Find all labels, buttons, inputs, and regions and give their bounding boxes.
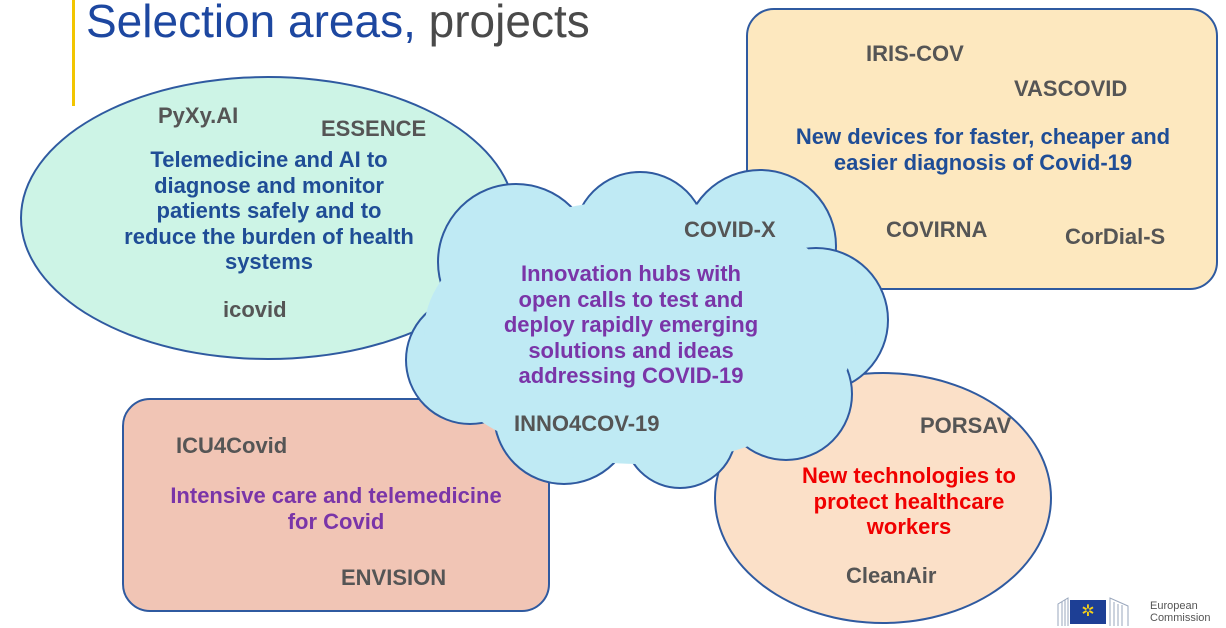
project-cleanair: CleanAir xyxy=(846,563,937,588)
project-porsav: PORSAV xyxy=(920,413,1012,438)
project-iris-cov: IRIS-COV xyxy=(866,41,964,66)
slide-title: Selection areas, projects xyxy=(86,0,590,49)
logo-text: European Commission xyxy=(1150,600,1211,624)
title-part-1: Selection areas, xyxy=(86,0,416,47)
area-telemedicine-ai-description: Telemedicine and AI to diagnose and moni… xyxy=(124,147,414,275)
project-covirna: COVIRNA xyxy=(886,217,988,242)
project-inno4cov-19: INNO4COV-19 xyxy=(514,411,660,436)
project-cordial-s: CorDial-S xyxy=(1065,224,1166,249)
project-envision: ENVISION xyxy=(341,565,447,590)
project-icu4covid: ICU4Covid xyxy=(176,433,288,458)
area-intensive-care-box xyxy=(122,398,550,612)
project-covid-x: COVID-X xyxy=(684,217,776,242)
area-innovation-hubs-description: Innovation hubs with open calls to test … xyxy=(503,261,759,389)
project-essence: ESSENCE xyxy=(321,116,427,141)
project-pyxy-ai: PyXy.AI xyxy=(158,103,239,128)
project-vascovid: VASCOVID xyxy=(1014,76,1128,101)
european-commission-logo: ✲ European Commission xyxy=(1054,592,1226,628)
area-healthcare-workers-description: New technologies to protect healthcare w… xyxy=(802,463,1016,540)
title-accent-bar xyxy=(72,0,75,106)
eu-flag-icon: ✲ xyxy=(1070,600,1106,624)
commission-building-icon xyxy=(1057,597,1129,626)
area-devices-description: New devices for faster, cheaper and easi… xyxy=(795,124,1171,175)
title-part-2: projects xyxy=(428,0,590,47)
area-intensive-care-description: Intensive care and telemedicine for Covi… xyxy=(170,483,502,534)
project-icovid: icovid xyxy=(223,297,287,322)
